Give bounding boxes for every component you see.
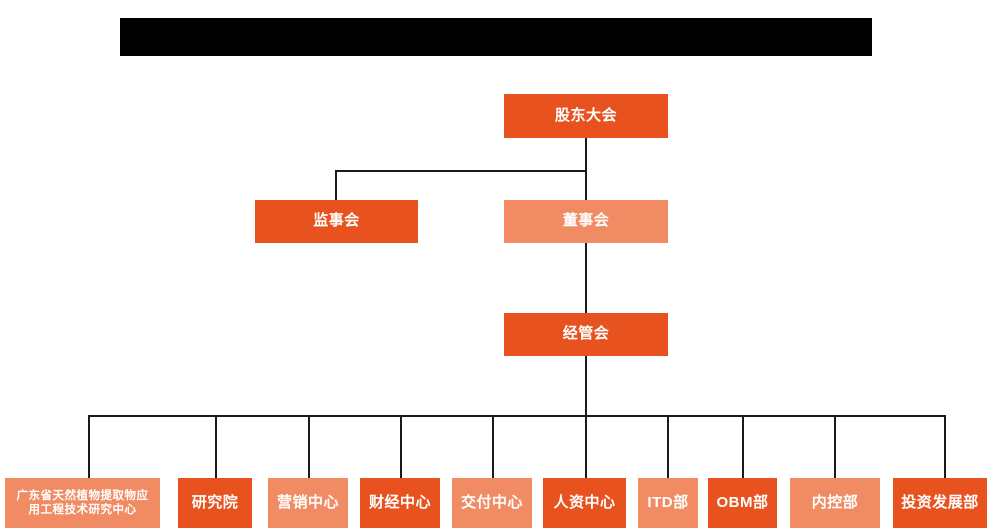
node-dept-guangdong-research-center-label: 广东省天然植物提取物应用工程技术研究中心: [14, 489, 152, 518]
node-dept-delivery-center-label: 交付中心: [460, 493, 523, 511]
node-supervisory-board[interactable]: 监事会: [255, 200, 418, 243]
node-dept-internal-control[interactable]: 内控部: [790, 478, 880, 528]
node-dept-finance-center[interactable]: 财经中心: [360, 478, 440, 528]
node-dept-finance-center-label: 财经中心: [368, 493, 431, 511]
node-dept-internal-control-label: 内控部: [811, 493, 859, 511]
connector-horizontal-board-row: [335, 170, 587, 172]
node-board-of-directors[interactable]: 董事会: [504, 200, 668, 243]
connector-drop-dept-5: [492, 415, 494, 478]
connector-drop-dept-10: [944, 415, 946, 478]
node-shareholders-meeting[interactable]: 股东大会: [504, 94, 668, 138]
connector-drop-dept-6: [585, 415, 587, 478]
node-management-committee[interactable]: 经管会: [504, 313, 668, 356]
node-dept-research-institute[interactable]: 研究院: [178, 478, 252, 528]
node-dept-investment-development-label: 投资发展部: [901, 493, 979, 511]
node-dept-obm[interactable]: OBM部: [708, 478, 777, 528]
node-dept-itd[interactable]: ITD部: [638, 478, 698, 528]
dept-label-line1: 广东省天然植物提取物应: [16, 489, 149, 502]
connector-drop-dept-2: [215, 415, 217, 478]
connector-to-supervisory-board: [335, 170, 337, 201]
redacted-title-banner: [120, 18, 872, 56]
node-dept-investment-development[interactable]: 投资发展部: [893, 478, 987, 528]
node-dept-obm-label: OBM部: [716, 493, 769, 511]
node-supervisory-board-label: 监事会: [313, 212, 360, 230]
node-dept-guangdong-research-center[interactable]: 广东省天然植物提取物应用工程技术研究中心: [5, 478, 160, 528]
node-dept-delivery-center[interactable]: 交付中心: [452, 478, 532, 528]
connector-shareholders-to-junction: [585, 138, 587, 172]
connector-department-bus: [88, 415, 945, 417]
dept-label-line2: 用工程技术研究中心: [28, 504, 137, 516]
connector-drop-dept-3: [308, 415, 310, 478]
node-board-of-directors-label: 董事会: [562, 212, 610, 230]
node-dept-hr-center-label: 人资中心: [553, 493, 616, 511]
node-shareholders-meeting-label: 股东大会: [554, 106, 617, 124]
node-dept-itd-label: ITD部: [647, 493, 689, 511]
connector-drop-dept-1: [88, 415, 90, 478]
connector-management-to-bus: [585, 356, 587, 416]
node-dept-marketing-center-label: 营销中心: [276, 493, 339, 511]
connector-drop-dept-8: [742, 415, 744, 478]
connector-drop-dept-9: [834, 415, 836, 478]
connector-board-to-management: [585, 243, 587, 313]
node-management-committee-label: 经管会: [562, 325, 610, 343]
node-dept-research-institute-label: 研究院: [191, 493, 239, 511]
node-dept-hr-center[interactable]: 人资中心: [543, 478, 626, 528]
connector-drop-dept-7: [667, 415, 669, 478]
connector-to-board-of-directors: [585, 170, 587, 201]
connector-drop-dept-4: [400, 415, 402, 478]
node-dept-marketing-center[interactable]: 营销中心: [268, 478, 348, 528]
